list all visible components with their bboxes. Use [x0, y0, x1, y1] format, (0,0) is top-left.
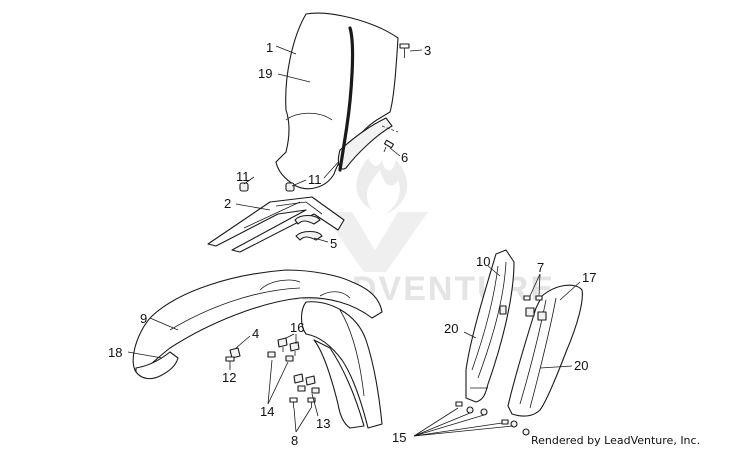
callout-2: 2	[224, 196, 231, 211]
headlight-bracket	[207, 196, 345, 253]
callout-5: 5	[330, 236, 337, 251]
callout-11-left: 11	[236, 169, 250, 184]
callout-14: 14	[260, 404, 274, 419]
fork-guard-left	[465, 249, 515, 403]
callout-16: 16	[290, 320, 304, 335]
windscreen	[275, 12, 399, 190]
callout-18: 18	[108, 345, 122, 360]
fork-guard-right	[507, 284, 583, 417]
callout-4: 4	[252, 326, 259, 341]
callout-10: 10	[476, 254, 490, 269]
callout-3: 3	[424, 43, 431, 58]
callout-labels: 1 19 3 6 11 11 2 5 9 18 4 12 16 14 8 13 …	[108, 40, 596, 448]
callout-20-right: 20	[574, 358, 588, 373]
callout-1: 1	[266, 40, 273, 55]
callout-13: 13	[316, 416, 330, 431]
screw-12	[225, 356, 235, 367]
callout-7: 7	[537, 260, 544, 275]
nuts-11	[239, 182, 295, 192]
callout-11-right: 11	[308, 172, 322, 187]
leader-lines	[127, 45, 581, 437]
callout-9: 9	[140, 311, 147, 326]
callout-20-left: 20	[444, 321, 458, 336]
render-credit: Rendered by LeadVenture, Inc.	[531, 434, 701, 447]
screw-3	[399, 43, 410, 58]
watermark-flame-icon	[356, 158, 408, 214]
clips-5	[294, 214, 323, 241]
windscreen-edge-trim	[338, 26, 355, 172]
callout-15: 15	[392, 430, 406, 445]
pad-4	[229, 347, 241, 359]
callout-12: 12	[222, 370, 236, 385]
watermark-v-icon	[322, 212, 428, 272]
callout-19: 19	[258, 66, 272, 81]
callout-8: 8	[291, 433, 298, 448]
callout-6: 6	[401, 150, 408, 165]
fender-hardware	[267, 337, 320, 408]
callout-17: 17	[582, 270, 596, 285]
screw-6	[383, 139, 395, 153]
front-fender	[132, 269, 383, 429]
